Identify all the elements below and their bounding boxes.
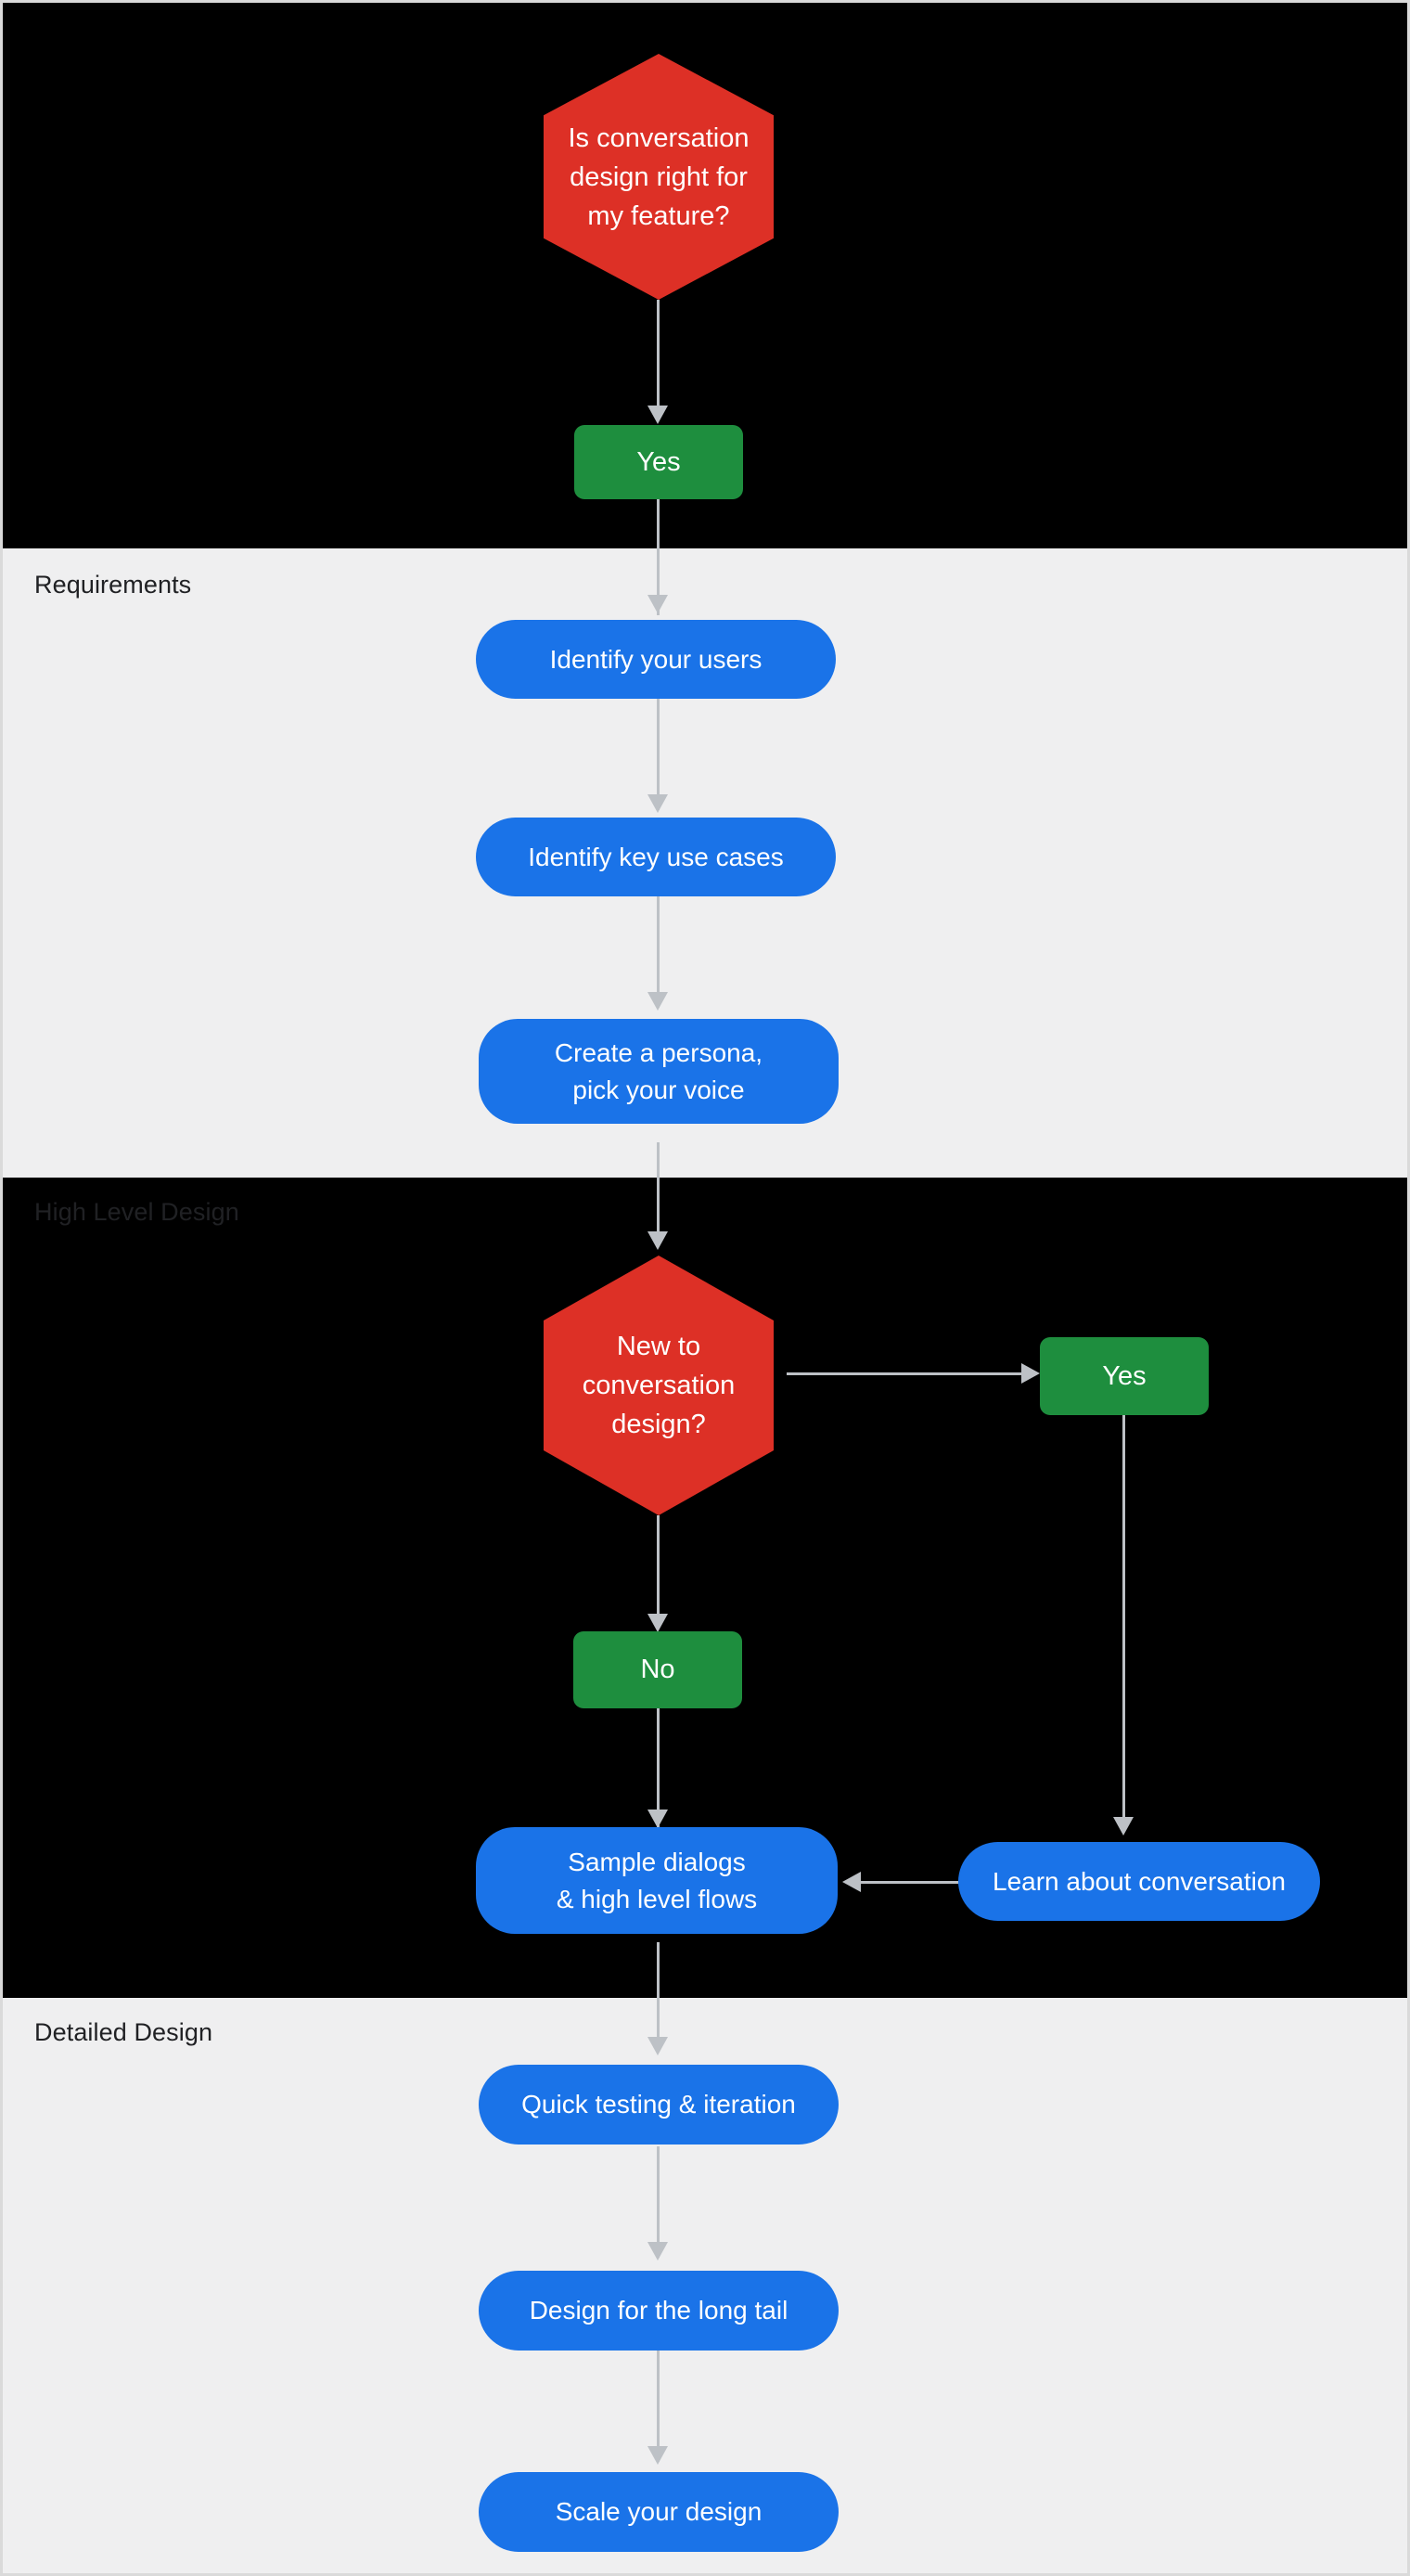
connector-no-to-sample-dialogs [657, 1708, 660, 1827]
arrowhead-decision2-to-no [647, 1614, 668, 1632]
arrowhead-no-to-sample-dialogs [647, 1810, 668, 1828]
connector-persona-to-decision2 [657, 1142, 660, 1244]
connector-sample-dialogs-to-quick-testing [657, 1942, 660, 2052]
connector-use-cases-to-persona [657, 896, 660, 1008]
connector-decision2-to-no [657, 1515, 660, 1617]
step-node-create-persona-pick-voice[interactable]: Create a persona, pick your voice [479, 1019, 839, 1124]
step-node-learn-about-conversation[interactable]: Learn about conversation [958, 1842, 1320, 1921]
answer-node-yes-right[interactable]: Yes [1040, 1337, 1209, 1415]
arrowhead-decision1-to-yes1 [647, 406, 668, 424]
connector-decision1-to-yes1 [657, 300, 660, 411]
section-label-requirements: Requirements [34, 571, 192, 599]
connector-decision2-to-yes2 [787, 1372, 1024, 1375]
arrowhead-yes2-to-learn [1113, 1817, 1134, 1835]
arrowhead-learn-to-sample-dialogs [842, 1872, 861, 1892]
connector-yes2-to-learn [1122, 1415, 1125, 1822]
connector-long-tail-to-scale-design [657, 2351, 660, 2462]
arrowhead-use-cases-to-persona [647, 992, 668, 1011]
arrowhead-decision2-to-yes2 [1021, 1363, 1040, 1384]
answer-node-yes-top[interactable]: Yes [574, 425, 743, 499]
arrowhead-sample-dialogs-to-quick-testing [647, 2037, 668, 2055]
connector-identify-users-to-use-cases [657, 699, 660, 810]
arrowhead-identify-users-to-use-cases [647, 794, 668, 813]
step-node-identify-key-use-cases[interactable]: Identify key use cases [476, 818, 836, 896]
step-node-quick-testing-iteration[interactable]: Quick testing & iteration [479, 2065, 839, 2145]
step-node-design-for-long-tail[interactable]: Design for the long tail [479, 2271, 839, 2351]
step-node-sample-dialogs-high-level-flows[interactable]: Sample dialogs & high level flows [476, 1827, 838, 1934]
step-node-identify-your-users[interactable]: Identify your users [476, 620, 836, 699]
arrowhead-quick-testing-to-long-tail [647, 2242, 668, 2260]
section-label-detailed-design: Detailed Design [34, 2018, 213, 2046]
step-node-scale-your-design[interactable]: Scale your design [479, 2472, 839, 2552]
connector-yes1-to-identify-users [657, 499, 660, 615]
arrowhead-yes1-to-identify-users [647, 595, 668, 613]
arrowhead-long-tail-to-scale-design [647, 2446, 668, 2465]
arrowhead-persona-to-decision2 [647, 1231, 668, 1250]
connector-learn-to-sample-dialogs [861, 1881, 963, 1884]
answer-node-no[interactable]: No [573, 1631, 742, 1708]
section-label-high-level-design: High Level Design [34, 1198, 239, 1226]
connector-quick-testing-to-long-tail [657, 2146, 660, 2258]
